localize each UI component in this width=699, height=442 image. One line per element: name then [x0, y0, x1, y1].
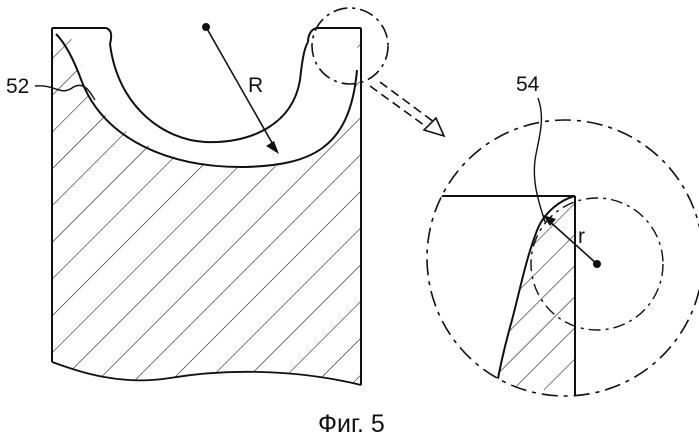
detail-marker-circle [312, 8, 388, 84]
detail-hatched-region [496, 196, 575, 390]
main-section: R 52 [6, 23, 361, 385]
label-small-radius: r [578, 225, 585, 248]
detail-arrow [370, 82, 444, 136]
leader-54 [534, 98, 545, 222]
figure-caption: Фиг. 5 [318, 410, 385, 438]
label-part: 52 [6, 75, 29, 98]
label-detail: 54 [516, 73, 540, 96]
detail-view: r 54 [427, 73, 699, 400]
label-large-radius: R [248, 74, 263, 97]
